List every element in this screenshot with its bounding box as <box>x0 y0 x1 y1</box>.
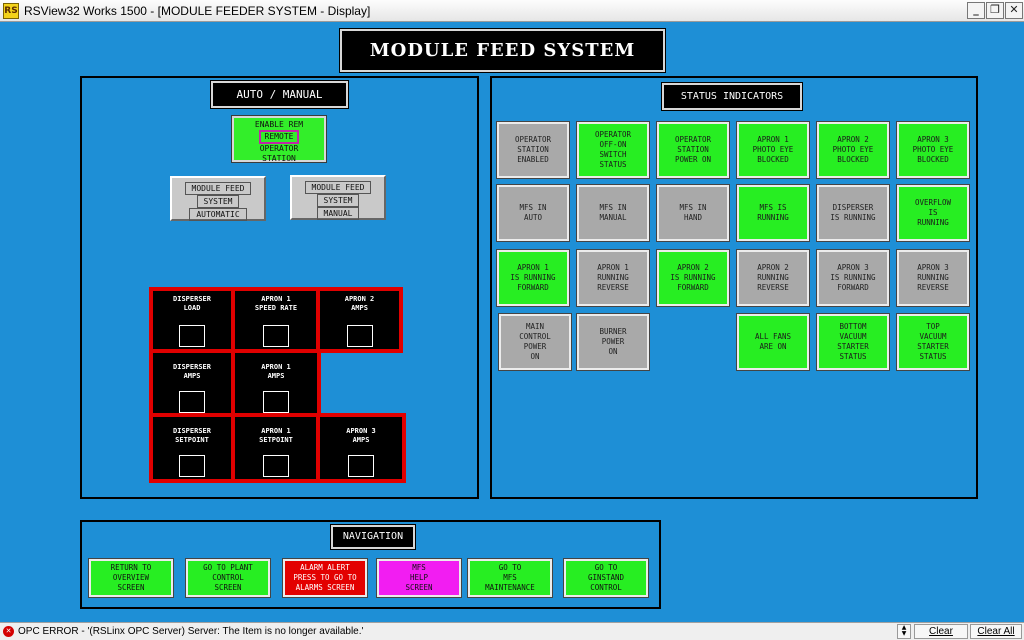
status-indicator: OPERATOR OFF-ON SWITCH STATUS <box>576 121 650 179</box>
mfs-manual-button[interactable]: MODULE FEED SYSTEM MANUAL <box>290 175 386 220</box>
auto-manual-label: AUTO / MANUAL <box>210 80 349 109</box>
window-title-bar: RS RSView32 Works 1500 - [MODULE FEEDER … <box>0 0 1024 22</box>
status-indicator: APRON 1 PHOTO EYE BLOCKED <box>736 121 810 179</box>
status-indicator: MFS IN AUTO <box>496 184 570 242</box>
status-indicator: APRON 3 RUNNING REVERSE <box>896 249 970 307</box>
status-indicator: BURNER POWER ON <box>576 313 650 371</box>
status-indicator: ALL FANS ARE ON <box>736 313 810 371</box>
gauge-apron1-speed-rate: APRON 1 SPEED RATE <box>231 287 321 353</box>
gauge-label: APRON 1 SETPOINT <box>259 427 293 444</box>
status-indicator: MFS IS RUNNING <box>736 184 810 242</box>
window-title: RSView32 Works 1500 - [MODULE FEEDER SYS… <box>24 4 371 18</box>
status-bar: ✕ OPC ERROR - '(RSLinx OPC Server) Serve… <box>0 622 1024 640</box>
status-indicator: APRON 2 IS RUNNING FORWARD <box>656 249 730 307</box>
clear-button[interactable]: Clear <box>914 624 968 639</box>
gauge-label: DISPERSER SETPOINT <box>173 427 211 444</box>
gauge-value-box <box>179 455 205 477</box>
auto-button-line3: AUTOMATIC <box>189 208 247 221</box>
gauge-disperser-amps: DISPERSER AMPS <box>149 349 235 417</box>
gauge-value-box <box>346 325 373 347</box>
status-indicator: OPERATOR STATION ENABLED <box>496 121 570 179</box>
gauge-apron1-setpoint: APRON 1 SETPOINT <box>231 413 321 483</box>
status-indicator: APRON 2 PHOTO EYE BLOCKED <box>816 121 890 179</box>
gauge-apron1-amps: APRON 1 AMPS <box>231 349 321 417</box>
manual-button-line2: SYSTEM <box>316 194 360 207</box>
status-indicators-label: STATUS INDICATORS <box>661 82 803 111</box>
navigation-label: NAVIGATION <box>330 524 416 550</box>
page-title: MODULE FEED SYSTEM <box>339 28 666 73</box>
status-indicator: MAIN CONTROL POWER ON <box>498 313 572 371</box>
nav-button[interactable]: GO TO PLANT CONTROL SCREEN <box>185 558 271 598</box>
clear-all-button[interactable]: Clear All <box>970 624 1022 639</box>
status-indicator: TOP VACUUM STARTER STATUS <box>896 313 970 371</box>
nav-button[interactable]: GO TO GINSTAND CONTROL <box>563 558 649 598</box>
gauge-value-box <box>179 325 205 347</box>
enable-remote-line3: OPERATOR <box>259 144 299 153</box>
auto-manual-panel <box>80 76 479 499</box>
status-indicator: APRON 3 PHOTO EYE BLOCKED <box>896 121 970 179</box>
close-button[interactable]: ✕ <box>1005 2 1023 19</box>
gauge-value-box <box>263 455 289 477</box>
gauge-label: APRON 1 SPEED RATE <box>254 295 298 312</box>
gauge-value-box <box>263 325 289 347</box>
nav-button[interactable]: MFS HELP SCREEN <box>376 558 462 598</box>
status-indicator: OPERATOR STATION POWER ON <box>656 121 730 179</box>
gauge-disperser-load: DISPERSER LOAD <box>149 287 235 353</box>
gauge-label: DISPERSER AMPS <box>173 363 211 380</box>
mfs-automatic-button[interactable]: MODULE FEED SYSTEM AUTOMATIC <box>170 176 266 221</box>
restore-button[interactable]: ❐ <box>986 2 1004 19</box>
auto-button-line1: MODULE FEED <box>184 182 252 195</box>
enable-remote-line4: STATION <box>262 154 296 163</box>
gauge-value-box <box>348 455 374 477</box>
gauge-value-box <box>179 391 205 413</box>
remote-highlight: REMOTE <box>258 130 300 144</box>
navigation-panel <box>80 520 661 609</box>
gauge-label: APRON 2 AMPS <box>344 295 375 312</box>
error-message: OPC ERROR - '(RSLinx OPC Server) Server:… <box>18 626 364 637</box>
status-indicator: BOTTOM VACUUM STARTER STATUS <box>816 313 890 371</box>
nav-button[interactable]: GO TO MFS MAINTENANCE <box>467 558 553 598</box>
manual-button-line1: MODULE FEED <box>304 181 372 194</box>
status-indicator: MFS IN HAND <box>656 184 730 242</box>
scroll-spinner[interactable]: ▲▼ <box>897 624 911 639</box>
error-icon: ✕ <box>3 626 14 637</box>
gauge-label: DISPERSER LOAD <box>173 295 211 312</box>
gauge-label: APRON 3 AMPS <box>346 427 376 444</box>
minimize-button[interactable]: _ <box>967 2 985 19</box>
status-indicator: DISPERSER IS RUNNING <box>816 184 890 242</box>
gauge-value-box <box>263 391 289 413</box>
status-indicators-panel <box>490 76 978 499</box>
status-indicator: APRON 1 RUNNING REVERSE <box>576 249 650 307</box>
manual-button-line3: MANUAL <box>316 207 360 220</box>
status-indicator: MFS IN MANUAL <box>576 184 650 242</box>
auto-button-line2: SYSTEM <box>196 195 240 208</box>
status-indicator: APRON 1 IS RUNNING FORWARD <box>496 249 570 307</box>
status-indicator: APRON 3 IS RUNNING FORWARD <box>816 249 890 307</box>
nav-button[interactable]: RETURN TO OVERVIEW SCREEN <box>88 558 174 598</box>
nav-button[interactable]: ALARM ALERT PRESS TO GO TO ALARMS SCREEN <box>282 558 368 598</box>
status-indicator: APRON 2 RUNNING REVERSE <box>736 249 810 307</box>
gauge-label: APRON 1 AMPS <box>261 363 291 380</box>
enable-remote-operator-button[interactable]: ENABLE REM REMOTE OPERATOR STATION <box>231 115 327 163</box>
enable-remote-line1: ENABLE REM <box>254 120 304 129</box>
status-indicator: OVERFLOW IS RUNNING <box>896 184 970 242</box>
gauge-apron2-amps: APRON 2 AMPS <box>316 287 403 353</box>
gauge-disperser-setpoint: DISPERSER SETPOINT <box>149 413 235 483</box>
rsview-app-icon[interactable]: RS <box>3 3 19 19</box>
gauge-apron3-amps: APRON 3 AMPS <box>316 413 406 483</box>
